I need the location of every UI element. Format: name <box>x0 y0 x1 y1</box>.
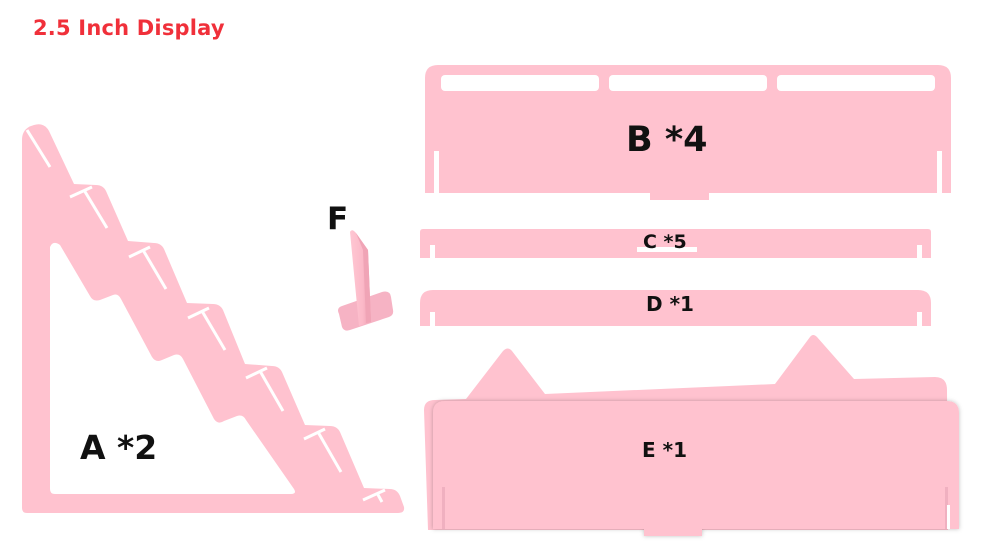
part-f-label: F <box>327 201 349 237</box>
diagram-title: 2.5 Inch Display <box>33 16 225 40</box>
part-a-label: A *2 <box>80 428 158 467</box>
part-b-label: B *4 <box>626 120 708 160</box>
part-b <box>425 65 951 200</box>
part-c-label: C *5 <box>643 231 687 253</box>
part-d-label: D *1 <box>646 292 694 316</box>
part-e <box>424 335 959 536</box>
part-a <box>22 124 405 513</box>
part-c <box>420 229 931 258</box>
part-d <box>420 290 931 326</box>
part-f <box>338 230 394 331</box>
part-e-label: E *1 <box>642 438 687 462</box>
